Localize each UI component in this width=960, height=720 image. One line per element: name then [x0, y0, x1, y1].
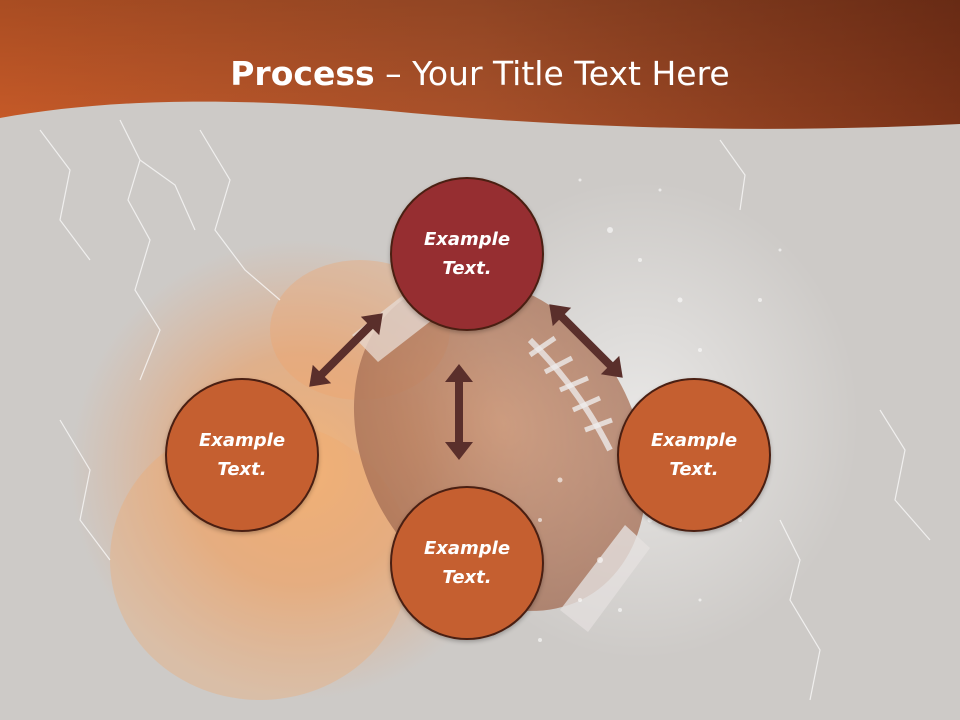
process-node-bottom[interactable]: Example Text. [390, 486, 544, 640]
node-line1: Example [198, 430, 286, 451]
process-node-top[interactable]: Example Text. [390, 177, 544, 331]
node-line2: Text. [669, 459, 719, 480]
node-line1: Example [650, 430, 738, 451]
slide-title: Process – Your Title Text Here [0, 52, 960, 96]
node-line2: Text. [442, 567, 492, 588]
node-line1: Example [423, 229, 511, 250]
node-line2: Text. [442, 258, 492, 279]
process-node-right[interactable]: Example Text. [617, 378, 771, 532]
node-line1: Example [423, 538, 511, 559]
double-arrow-icon [309, 304, 623, 460]
process-node-left[interactable]: Example Text. [165, 378, 319, 532]
title-bold: Process [230, 54, 375, 93]
node-line2: Text. [217, 459, 267, 480]
title-rest: – Your Title Text Here [374, 54, 730, 93]
